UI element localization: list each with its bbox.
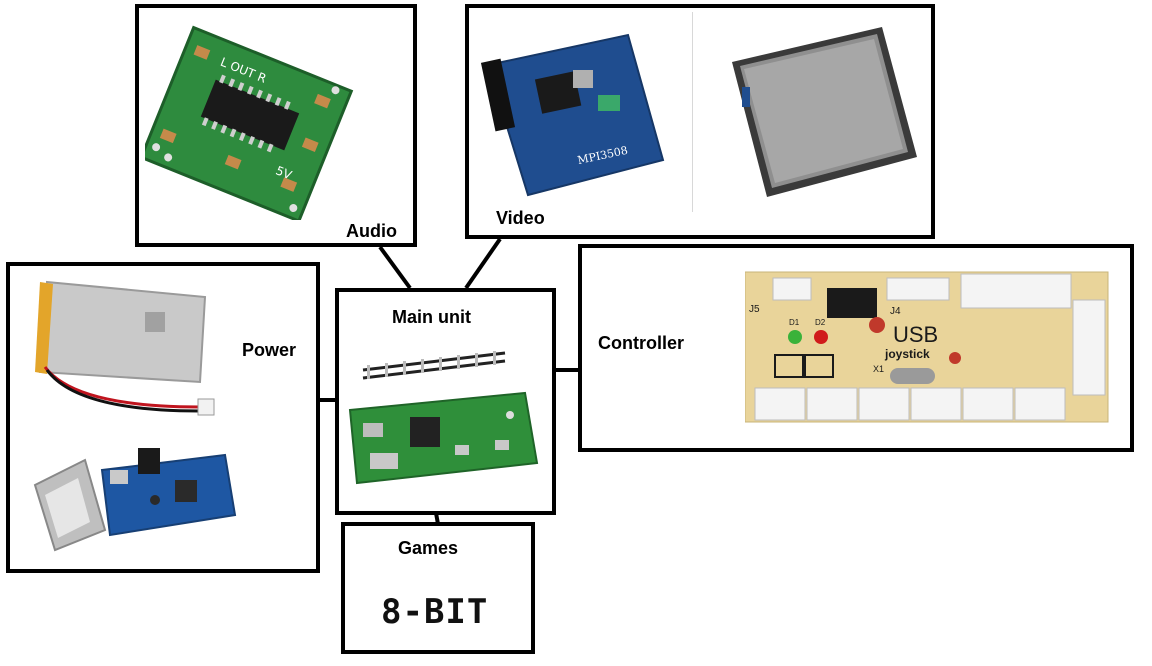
controller-label: Controller <box>598 333 685 353</box>
audio-amplifier-board-image: L OUT R 5V <box>145 25 354 220</box>
power-booster-board-image <box>33 448 237 552</box>
audio-board-silk-5v: 5V <box>274 163 295 182</box>
controller-silk-j5: J5 <box>749 304 760 315</box>
usb-header-block <box>827 288 877 318</box>
controller-silk-d2: D2 <box>815 318 826 327</box>
gpio-header <box>362 351 506 380</box>
connector-video-main <box>464 237 502 290</box>
games-label: Games <box>398 538 459 558</box>
video-label: Video <box>496 208 545 228</box>
controller-silk-usb: USB <box>893 322 938 347</box>
video-image-divider <box>692 12 693 212</box>
video-display-board-image: MPI3508 <box>480 33 665 197</box>
controller-silk-x1: X1 <box>873 364 884 374</box>
power-label: Power <box>242 340 297 360</box>
raspberry-pi-zero-image <box>348 351 539 485</box>
controller-silk-d1: D1 <box>789 318 800 327</box>
top-connectors <box>772 273 1106 396</box>
controller-silk-j4: J4 <box>890 306 901 317</box>
usb-joystick-encoder-image: USB joystick J5 J4 D1 D2 X1 <box>745 271 1109 423</box>
bottom-connectors <box>754 387 1066 421</box>
audio-label: Audio <box>346 221 397 241</box>
main-unit-label: Main unit <box>392 307 471 327</box>
connector-audio-main <box>378 245 412 290</box>
games-node <box>341 522 535 654</box>
video-lcd-screen-image <box>732 27 917 197</box>
controller-silk-joystick: joystick <box>884 347 930 361</box>
lipo-battery-image <box>35 280 215 416</box>
eight-bit-logo: 8-BIT <box>381 592 489 632</box>
